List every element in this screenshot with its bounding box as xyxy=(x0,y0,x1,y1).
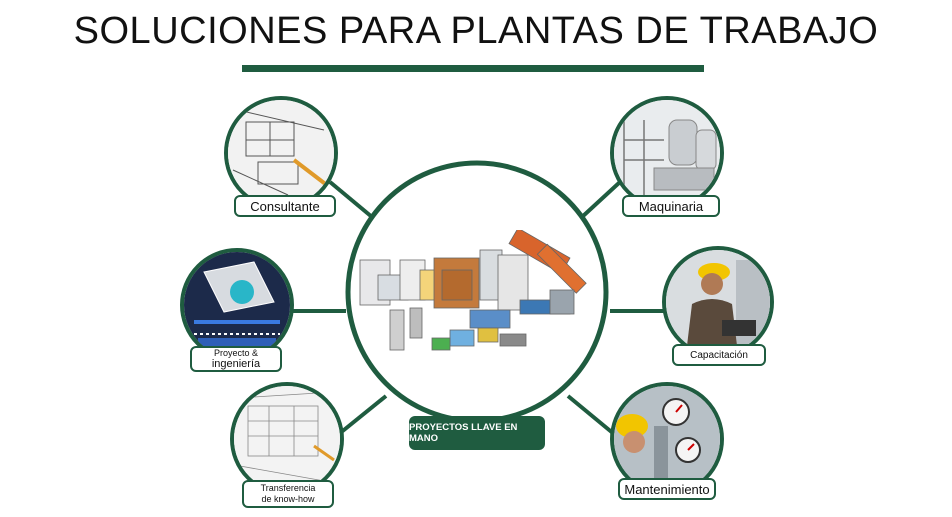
turnkey-projects-label: PROYECTOS LLAVE EN MANO xyxy=(409,416,545,450)
drawing-plans-icon xyxy=(228,100,334,206)
connector-mantenimiento xyxy=(566,394,616,436)
machinery-icon xyxy=(614,100,720,206)
engineering-cad-icon xyxy=(184,252,290,358)
transferencia-label: Transferencia de know-how xyxy=(242,480,334,508)
proyecto-label-line1: Proyecto & xyxy=(213,348,259,358)
mantenimiento-image xyxy=(610,382,724,496)
transferencia-image xyxy=(230,382,344,496)
transferencia-label-line2: de know-how xyxy=(261,494,315,504)
transferencia-label-line1: Transferencia xyxy=(260,483,316,493)
mantenimiento-label: Mantenimiento xyxy=(618,478,716,500)
connector-consultante xyxy=(328,180,374,219)
proyecto-label: Proyecto & ingeniería xyxy=(190,346,282,372)
capacitacion-image xyxy=(662,246,774,358)
proyecto-label-line2: ingeniería xyxy=(211,358,261,370)
proyecto-image xyxy=(180,248,294,362)
blueprints-icon xyxy=(234,386,340,492)
worker-gauges-icon xyxy=(614,386,720,492)
title-underline xyxy=(242,65,704,72)
consultante-image xyxy=(224,96,338,210)
maquinaria-image xyxy=(610,96,724,210)
plant-layout-illustration xyxy=(359,230,587,351)
maquinaria-label: Maquinaria xyxy=(622,195,720,217)
connector-maquinaria xyxy=(580,180,622,219)
page-title: SOLUCIONES PARA PLANTAS DE TRABAJO xyxy=(73,10,879,52)
capacitacion-label: Capacitación xyxy=(672,344,766,366)
worker-laptop-icon xyxy=(666,250,770,354)
consultante-label: Consultante xyxy=(234,195,336,217)
